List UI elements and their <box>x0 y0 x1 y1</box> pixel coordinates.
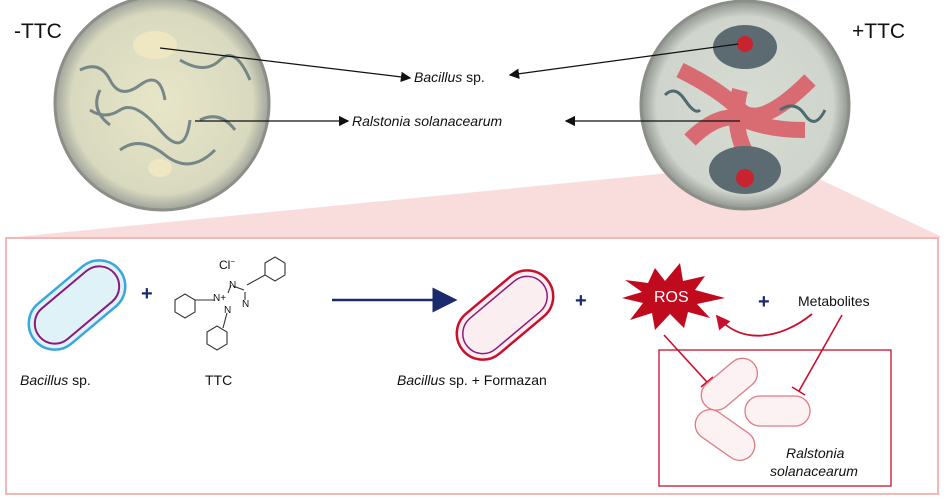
ros-label: ROS <box>654 289 689 306</box>
chloride-charge: − <box>230 257 236 266</box>
atom-n1: N <box>229 280 237 291</box>
plus-sign-1: + <box>141 283 153 305</box>
inhibition-lines <box>663 314 843 396</box>
chloride-label: Cl− <box>219 257 235 272</box>
ttc-structure <box>174 256 286 351</box>
plus-ttc-label: +TTC <box>852 20 906 43</box>
atom-n4: N <box>224 305 232 316</box>
product-suffix: sp. + Formazan <box>445 372 547 388</box>
genus: Bacillus <box>20 372 69 388</box>
genus: Bacillus <box>414 69 463 85</box>
petri-dish-plus-ttc <box>639 0 851 211</box>
bacillus-cell <box>27 259 127 351</box>
ralstonia-label-line1: Ralstonia <box>786 445 845 461</box>
bacillus-label: Bacillus sp. <box>20 372 91 388</box>
ttc-label: TTC <box>205 372 233 388</box>
product-label: Bacillus sp. + Formazan <box>397 372 547 388</box>
metabolites-label: Metabolites <box>798 293 870 309</box>
atom-n-plus: N+ <box>213 293 227 304</box>
arrow-bacillus-right <box>508 43 739 79</box>
genus: Bacillus <box>397 372 446 388</box>
scheme-panel <box>5 237 939 495</box>
species-suffix: sp. <box>68 372 91 388</box>
chloride: Cl <box>219 258 231 272</box>
petri-dish-minus-ttc <box>53 0 271 212</box>
bacillus-top-label: Bacillus sp. <box>414 69 485 85</box>
formazan-bacillus-cell <box>455 269 555 361</box>
atom-n3: N <box>242 299 250 310</box>
ralstonia-box <box>658 349 892 487</box>
ralstonia-cells <box>694 357 811 461</box>
ralstonia-label-line2: solanacearum <box>770 463 858 479</box>
arrow-bacillus-left <box>159 47 412 83</box>
species-suffix: sp. <box>462 69 485 85</box>
metabolites-to-ros-arrow <box>715 313 813 337</box>
plus-sign-2: + <box>575 290 587 312</box>
ralstonia-top-label: Ralstonia solanacearum <box>352 113 503 129</box>
minus-ttc-label: -TTC <box>14 20 62 43</box>
plus-sign-3: + <box>758 291 770 313</box>
ros-burst-icon <box>622 263 725 330</box>
